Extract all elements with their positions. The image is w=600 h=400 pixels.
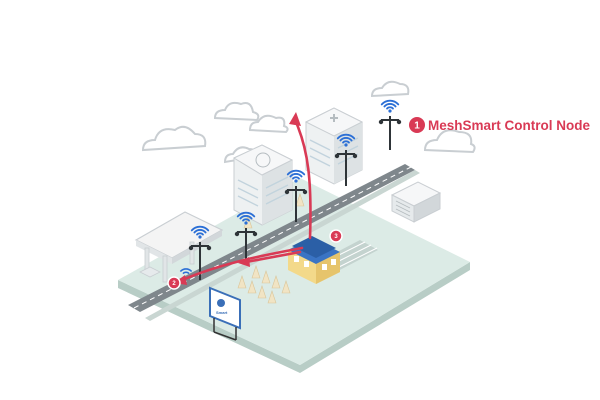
tree-icon — [237, 275, 247, 289]
wifi-icon — [380, 99, 400, 113]
central-building — [288, 236, 340, 284]
cloud-icon — [370, 80, 410, 98]
cloud-icon — [213, 101, 260, 122]
street-lamp — [234, 211, 258, 262]
tree-icon — [247, 280, 257, 294]
svg-text:3: 3 — [334, 234, 338, 240]
tree-icon — [261, 270, 271, 284]
trees — [237, 193, 305, 304]
arrow-to-cloud — [294, 120, 312, 240]
callout-badge — [409, 117, 425, 133]
wifi-icon — [236, 211, 256, 225]
wifi-icon — [190, 225, 210, 239]
hospital-building — [304, 107, 364, 185]
street-lamp — [334, 133, 358, 186]
tree-icon — [281, 280, 291, 294]
wifi-icon — [286, 169, 306, 183]
cross-icon — [330, 114, 338, 122]
street-lamp — [284, 169, 308, 222]
cloud-icon — [423, 129, 476, 154]
badge-3: 3 — [329, 229, 343, 243]
tree-icon — [251, 265, 261, 279]
sign-logo-icon — [217, 299, 225, 307]
tree-icon — [295, 193, 305, 207]
wifi-icon — [336, 133, 356, 147]
helipad-icon — [255, 152, 271, 168]
clouds — [141, 80, 476, 164]
sign-text: Smart — [216, 310, 228, 315]
callout-number: 1 — [414, 121, 420, 132]
svg-text:2: 2 — [172, 281, 176, 287]
badge-2: 2 — [167, 276, 181, 290]
arrow-up-icon — [289, 112, 301, 126]
tree-icon — [257, 285, 267, 299]
control-node-callout: 1 MeshSmart Control Node — [409, 117, 591, 133]
cloud-icon — [141, 125, 207, 152]
lamp-posts — [179, 99, 402, 280]
tree-icon — [271, 275, 281, 289]
garage-building — [390, 181, 442, 223]
arrow-to-lamp — [244, 250, 302, 264]
arrow-left-icon — [238, 257, 250, 267]
office-building — [232, 144, 294, 226]
tree-icon — [267, 290, 277, 304]
cloud-icon — [248, 114, 289, 134]
street-lamp — [378, 99, 402, 150]
wifi-icon — [179, 268, 193, 275]
callout-label: MeshSmart Control Node — [428, 118, 591, 133]
billboard: Smart — [209, 286, 241, 341]
